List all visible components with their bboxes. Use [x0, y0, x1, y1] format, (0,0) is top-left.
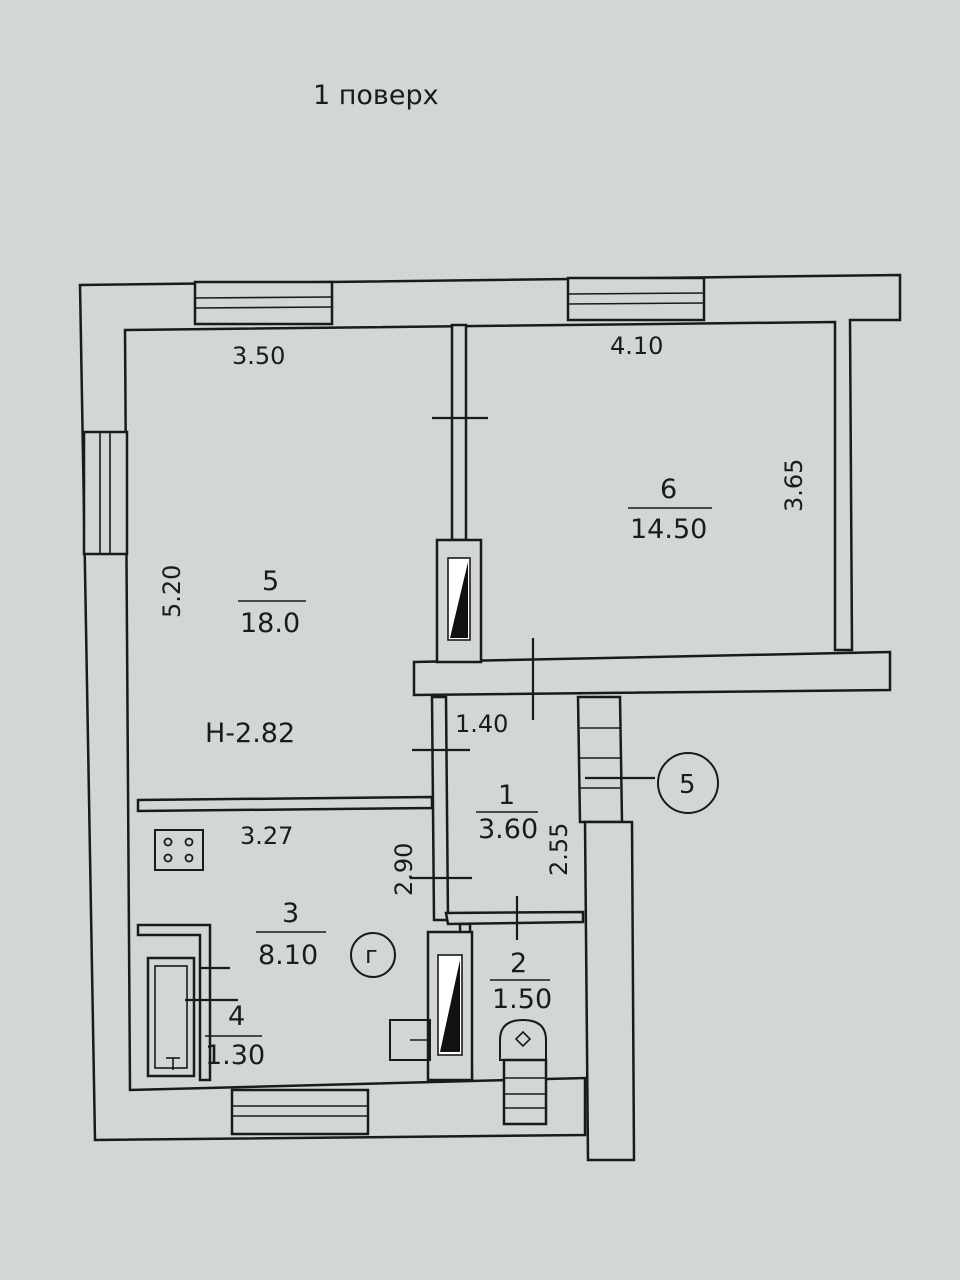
- room3-number: 3: [282, 898, 299, 929]
- room4-number: 4: [228, 1001, 245, 1032]
- windows: [82, 276, 706, 1136]
- room5-width-dim: 3.50: [232, 342, 285, 370]
- room3-area: 8.10: [258, 940, 318, 971]
- gas-marker-label: г: [365, 941, 378, 969]
- room5-area: 18.0: [240, 608, 300, 639]
- entrance-marker-label: 5: [679, 770, 696, 800]
- gas-cooker-icon: [154, 829, 204, 871]
- door-stair-bottom: [502, 1058, 548, 1126]
- toilet-icon: [499, 1018, 547, 1061]
- room2-number: 2: [510, 948, 527, 979]
- bathtub-icon: [146, 956, 196, 1078]
- window-bottom: [230, 1088, 370, 1136]
- room3-width-dim: 3.27: [240, 822, 293, 850]
- stove-upper: [435, 538, 483, 664]
- entrance-marker: 5: [657, 752, 719, 814]
- door-side-right: [580, 727, 620, 789]
- sink-icon: [389, 1019, 431, 1061]
- room1-length-dim: 2.55: [545, 823, 573, 876]
- room2-area: 1.50: [492, 984, 552, 1015]
- room1-area: 3.60: [478, 814, 538, 845]
- window-top-right: [566, 276, 706, 322]
- stove-lower: [426, 930, 474, 1082]
- ceiling-height: Н-2.82: [205, 718, 295, 749]
- room6-area: 14.50: [630, 514, 707, 545]
- room6-length-dim: 3.65: [780, 459, 808, 512]
- room6-number: 6: [660, 474, 677, 505]
- room1-width-dim: 1.40: [455, 710, 508, 738]
- room5-number: 5: [262, 566, 279, 597]
- door-marks: [185, 416, 655, 1002]
- room4-area: 1.30: [205, 1040, 265, 1071]
- window-left: [82, 430, 129, 556]
- room6-width-dim: 4.10: [610, 332, 663, 360]
- room3-length-dim: 2.90: [390, 843, 418, 896]
- window-top-left: [193, 280, 334, 326]
- floor-title: 1 поверх: [313, 80, 439, 111]
- room1-number: 1: [498, 780, 515, 811]
- room5-length-dim: 5.20: [158, 565, 186, 618]
- gas-marker: г: [350, 932, 396, 978]
